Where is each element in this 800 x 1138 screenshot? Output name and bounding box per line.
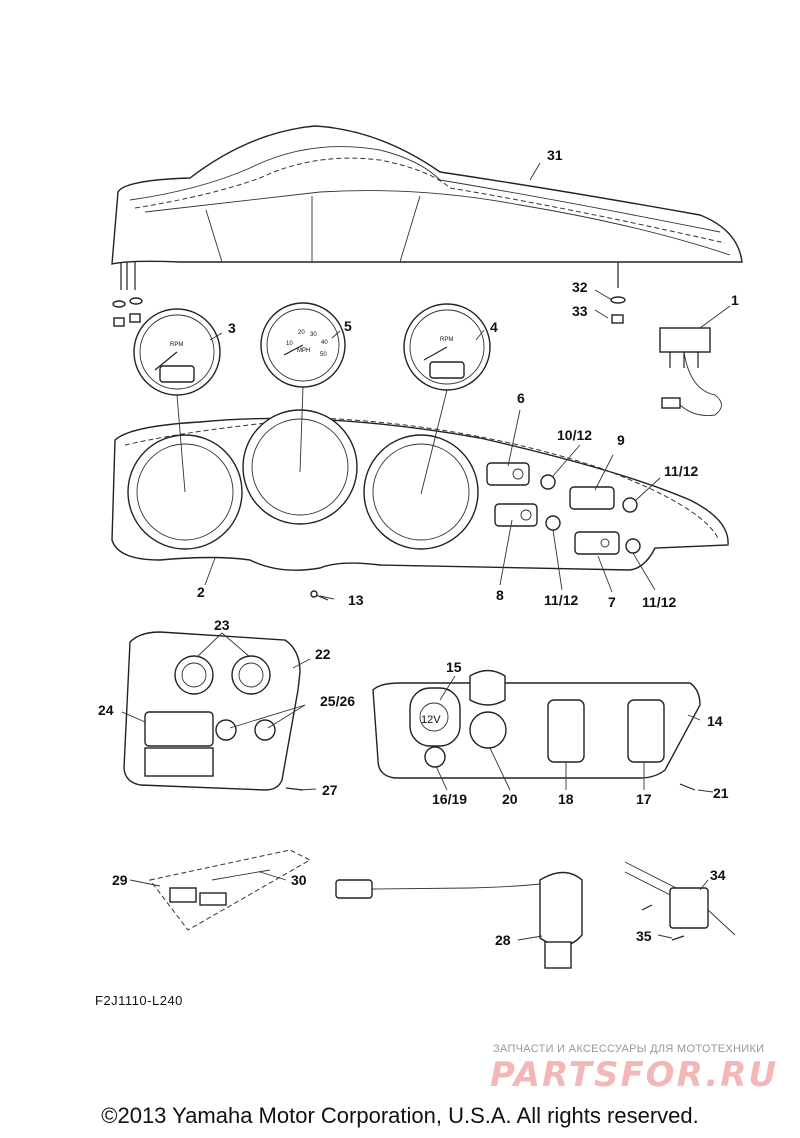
gauge-5-tick-30: 30 [310, 332, 317, 338]
callout-34: 34 [710, 867, 726, 883]
diagram-reference-code: F2J1110-L240 [95, 993, 183, 1008]
callout-11-12-lower: 11/12 [642, 594, 676, 610]
callout-15: 15 [446, 659, 462, 675]
callout-1: 1 [731, 292, 739, 308]
callout-29: 29 [112, 872, 128, 888]
callout-21: 21 [713, 785, 729, 801]
callout-14: 14 [707, 713, 723, 729]
callout-32: 32 [572, 279, 588, 295]
leader-lines [121, 162, 731, 941]
right-panel-14: 12V [372, 669, 701, 791]
gauge-5-mph-label: MPH [297, 348, 310, 354]
callout-24: 24 [98, 702, 114, 718]
callout-33: 33 [572, 303, 588, 319]
callout-11-12-left: 11/12 [544, 592, 578, 608]
module-1 [659, 327, 722, 416]
callout-22: 22 [315, 646, 331, 662]
gauge-3-tachometer: RPM [133, 308, 221, 396]
callout-2: 2 [197, 584, 205, 600]
left-panel-22 [123, 631, 304, 791]
callout-6: 6 [517, 390, 525, 406]
callout-28: 28 [495, 932, 511, 948]
callout-23: 23 [214, 617, 230, 633]
callout-30: 30 [291, 872, 307, 888]
callout-11-12-right: 11/12 [664, 463, 698, 479]
watermark-logo: PARTSFOR.RU [490, 1055, 779, 1095]
callout-13: 13 [348, 592, 364, 608]
dash-panel-2 [111, 386, 729, 601]
cable-28 [335, 871, 583, 969]
callout-20: 20 [502, 791, 518, 807]
harness-29-30 [149, 849, 312, 931]
gauge-5-tick-50: 50 [320, 352, 327, 358]
bracket-34 [624, 861, 736, 941]
callout-27: 27 [322, 782, 338, 798]
gauge-4-rpm-label: RPM [440, 337, 453, 343]
washers-nuts [112, 296, 626, 327]
watermark-tagline: ЗАПЧАСТИ И АКСЕССУАРЫ ДЛЯ МОТОТЕХНИКИ [493, 1043, 765, 1055]
callout-35: 35 [636, 928, 652, 944]
callout-8: 8 [496, 587, 504, 603]
callout-25-26: 25/26 [320, 693, 355, 709]
callout-18: 18 [558, 791, 574, 807]
gauge-5-tick-20: 20 [298, 330, 305, 336]
callout-16-19: 16/19 [432, 791, 467, 807]
cover-31 [111, 125, 743, 290]
callout-5: 5 [344, 318, 352, 334]
copyright-notice: ©2013 Yamaha Motor Corporation, U.S.A. A… [101, 1103, 699, 1128]
callout-10-12: 10/12 [557, 427, 592, 443]
callout-labels: 31 32 33 1 3 5 4 6 10/12 9 11/12 2 8 11/… [98, 147, 739, 948]
gauge-5-tick-10: 10 [286, 341, 293, 347]
gauge-4-tachometer: RPM [403, 303, 491, 391]
gauge-3-rpm-label: RPM [170, 342, 183, 348]
callout-17: 17 [636, 791, 652, 807]
callout-9: 9 [617, 432, 625, 448]
callout-3: 3 [228, 320, 236, 336]
gauge-5-tick-40: 40 [321, 340, 328, 346]
callout-31: 31 [547, 147, 563, 163]
callout-4: 4 [490, 319, 498, 335]
socket-12v-label: 12V [421, 714, 441, 726]
callout-7: 7 [608, 594, 616, 610]
gauge-5-speedometer: 10 20 30 40 50 MPH [260, 302, 346, 388]
